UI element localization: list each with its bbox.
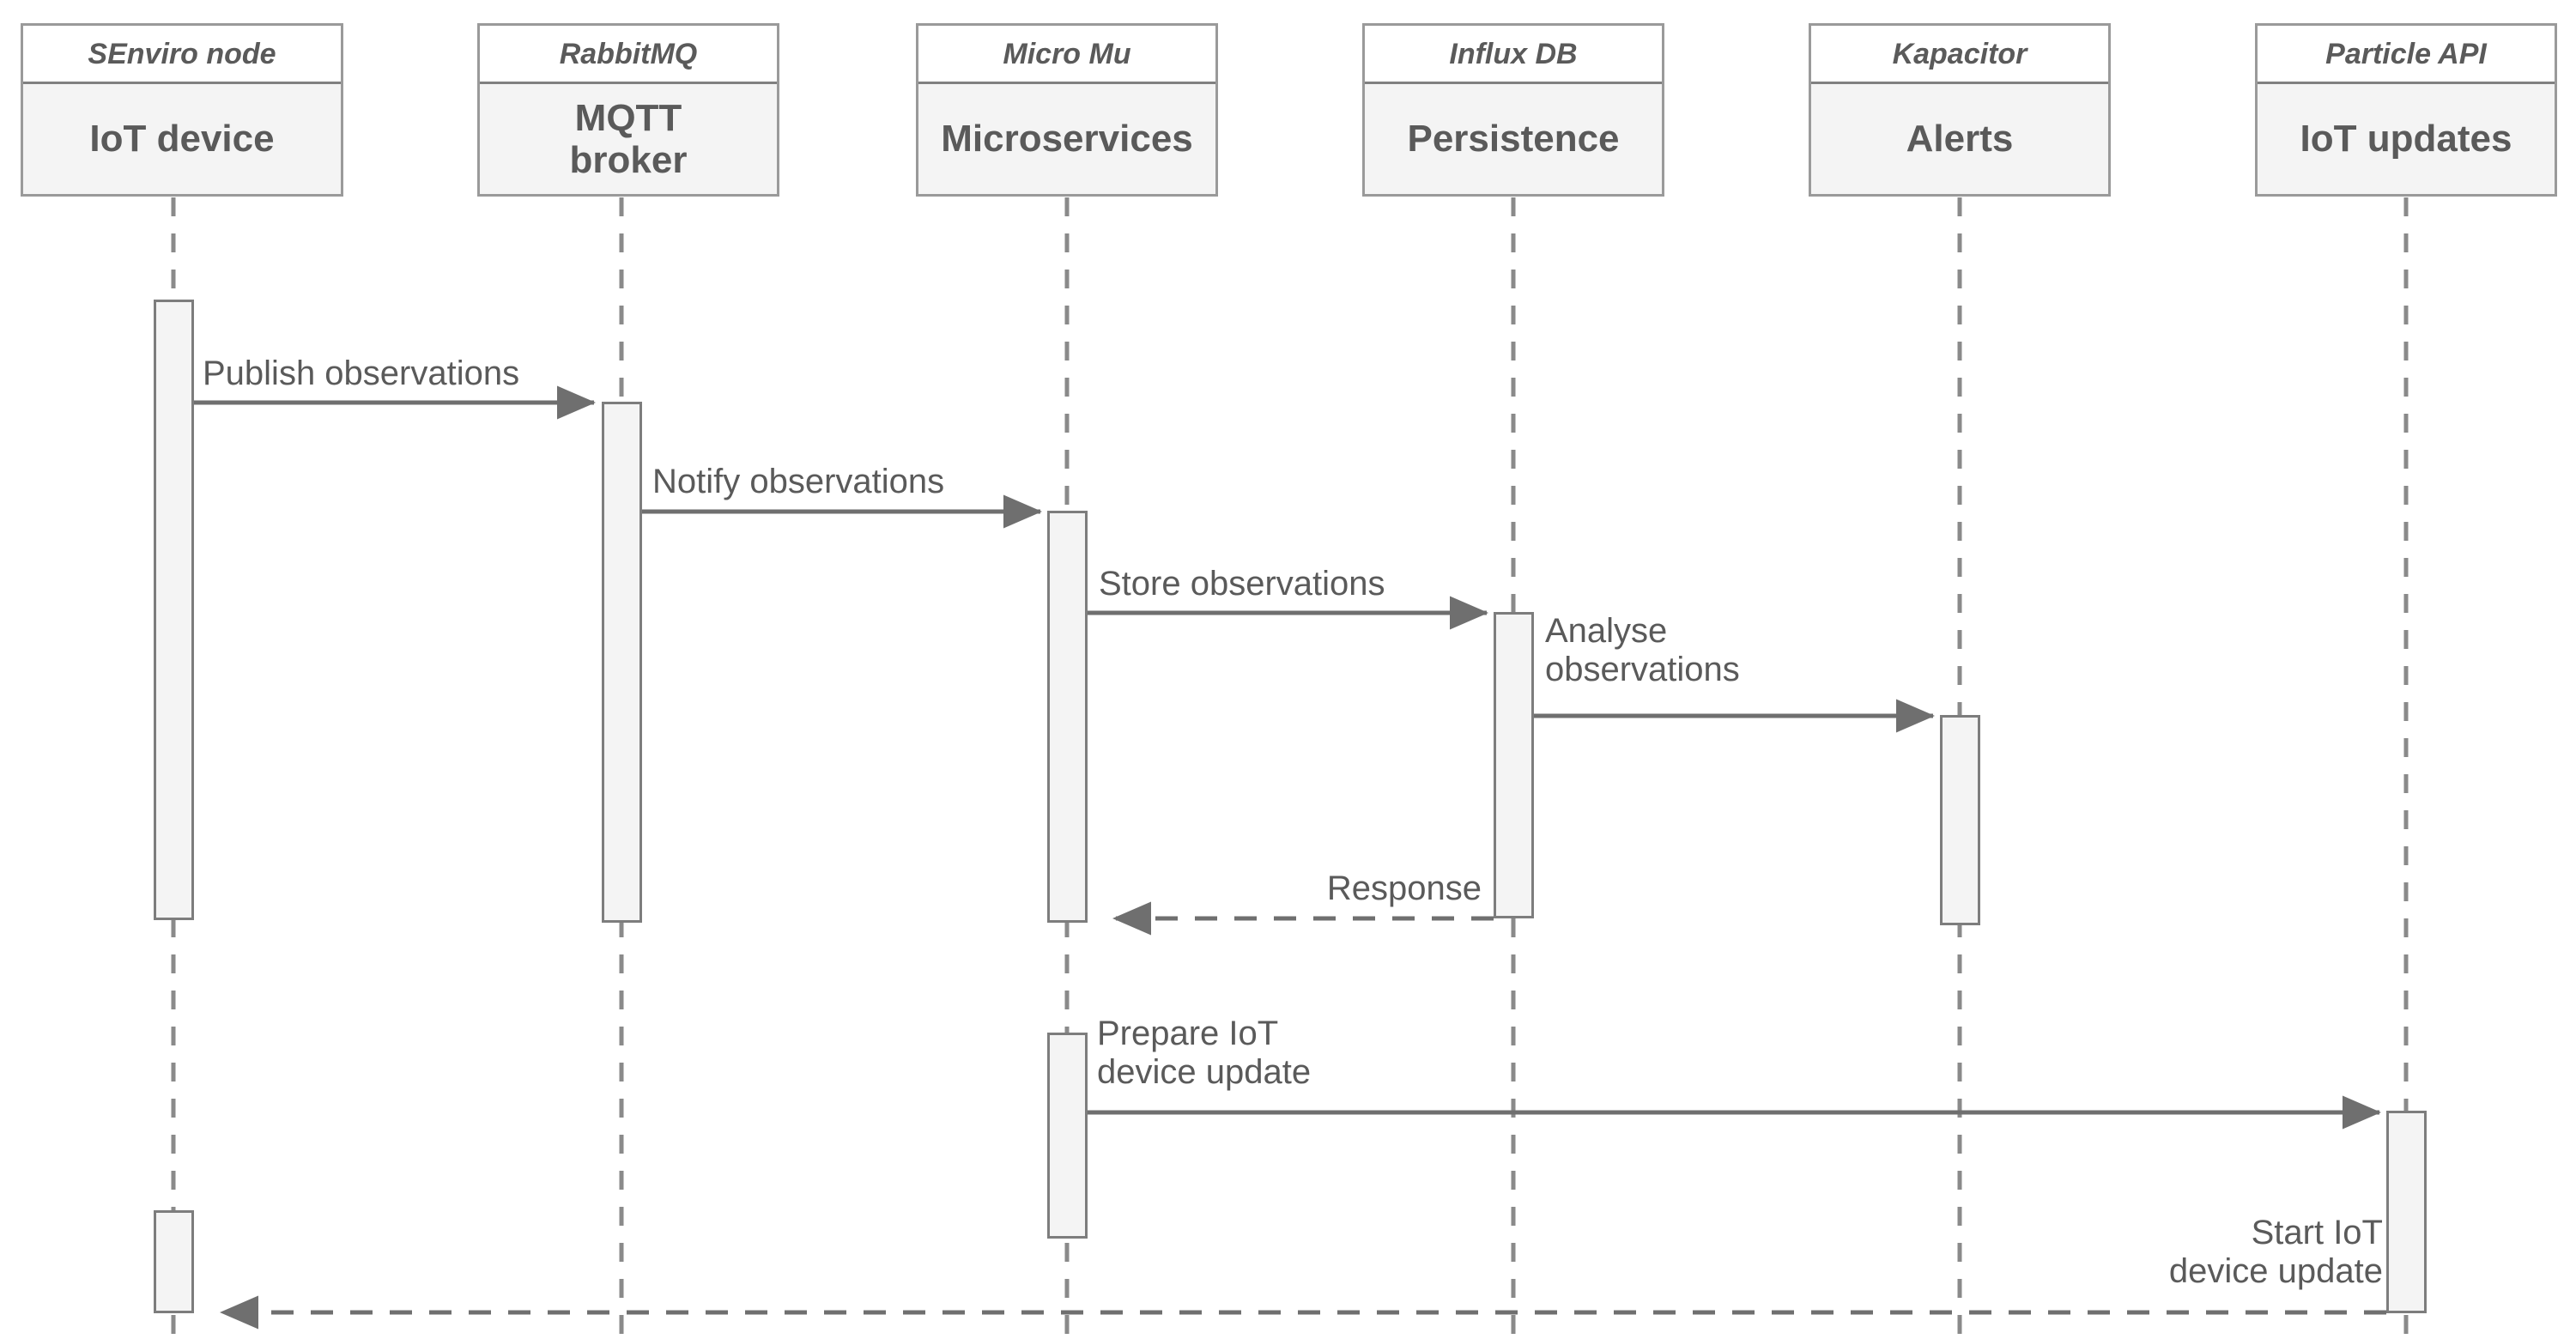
participant-name: IoT device [23, 84, 341, 194]
activation-senviro-1 [154, 300, 194, 920]
message-label-notify-observations: Notify observations [652, 463, 945, 500]
participant-kapacitor[interactable]: Kapacitor Alerts [1809, 23, 2111, 197]
participant-senviro[interactable]: SEnviro node IoT device [21, 23, 343, 197]
activation-senviro-2 [154, 1210, 194, 1313]
participant-stereotype: SEnviro node [23, 26, 341, 84]
activation-influxdb [1494, 612, 1534, 918]
participant-name: Microservices [918, 84, 1215, 194]
participant-stereotype: Particle API [2258, 26, 2555, 84]
activation-micromu-1 [1047, 511, 1088, 923]
message-label-analyse-observations: Analyse observations [1545, 612, 1740, 688]
participant-rabbitmq[interactable]: RabbitMQ MQTT broker [477, 23, 779, 197]
participant-stereotype: Influx DB [1365, 26, 1662, 84]
activation-rabbitmq [602, 402, 642, 923]
participant-name: Persistence [1365, 84, 1662, 194]
participant-stereotype: Micro Mu [918, 26, 1215, 84]
activation-particle [2386, 1111, 2427, 1313]
message-label-publish-observations: Publish observations [203, 354, 520, 392]
participant-name: IoT updates [2258, 84, 2555, 194]
participant-micromu[interactable]: Micro Mu Microservices [916, 23, 1218, 197]
message-label-response: Response [1326, 869, 1482, 907]
participant-stereotype: Kapacitor [1811, 26, 2108, 84]
participant-stereotype: RabbitMQ [480, 26, 777, 84]
message-label-store-observations: Store observations [1099, 565, 1385, 603]
message-label-prepare-iot-device-update: Prepare IoT device update [1097, 1015, 1312, 1091]
participant-influxdb[interactable]: Influx DB Persistence [1362, 23, 1664, 197]
activation-kapacitor [1940, 715, 1980, 925]
participant-particle[interactable]: Particle API IoT updates [2255, 23, 2557, 197]
message-label-start-iot-device-update: Start IoT device update [2168, 1214, 2383, 1290]
participant-name: Alerts [1811, 84, 2108, 194]
participant-name: MQTT broker [480, 84, 777, 194]
activation-micromu-2 [1047, 1033, 1088, 1239]
